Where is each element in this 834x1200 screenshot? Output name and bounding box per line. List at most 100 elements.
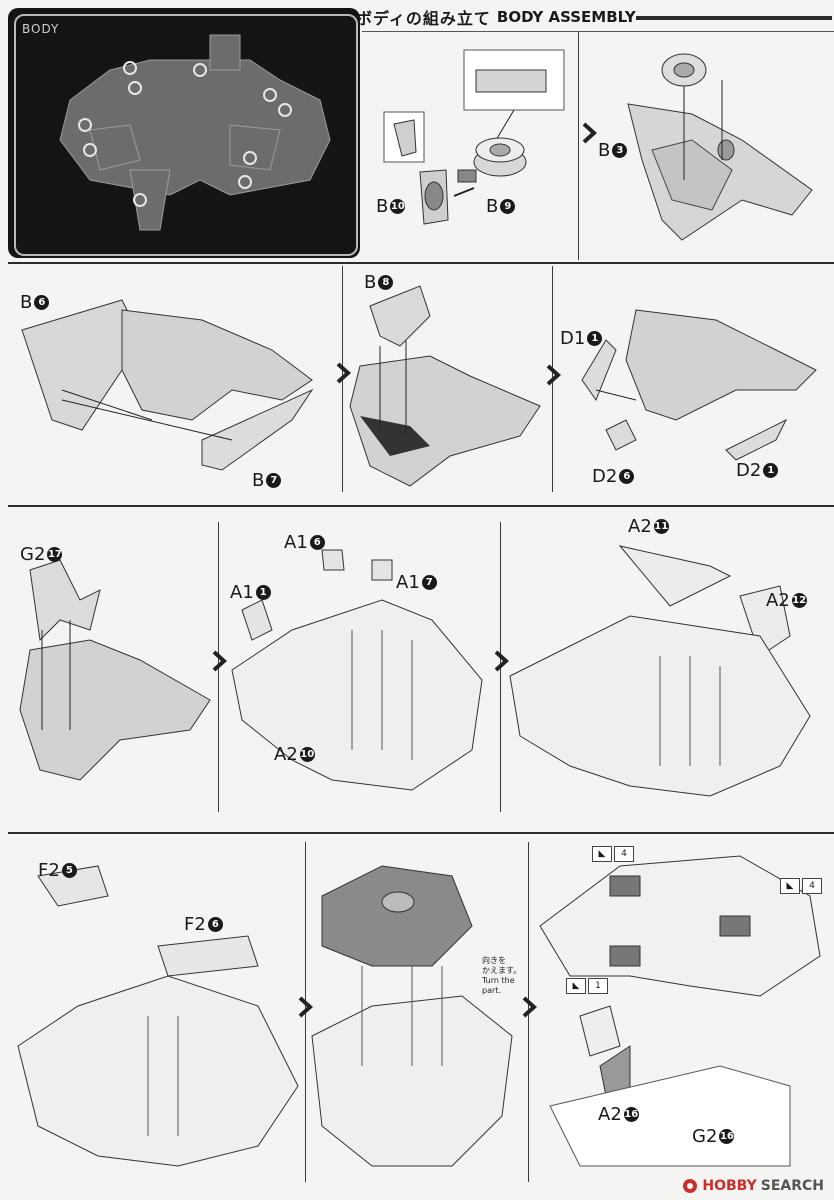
sticker-icon: ◣	[592, 846, 612, 862]
turn-note-jp1: 向きを	[482, 956, 506, 965]
turn-note-en: Turn the part.	[482, 976, 515, 995]
callout-number: 17	[47, 547, 63, 562]
step-arrow-1	[582, 122, 597, 144]
callout-number: 16	[719, 1129, 735, 1144]
part-b9-illustration	[457, 49, 565, 183]
callout-number: 1	[763, 463, 779, 478]
d-parts-assembly-illustration	[581, 309, 817, 461]
title-jp: ボディの組み立て	[356, 9, 491, 28]
callout-number: 7	[421, 575, 437, 590]
callout-letter: D2	[592, 466, 618, 487]
callout-letter: A2	[598, 1104, 622, 1125]
sticker-tag-2: ◣ 4	[780, 878, 822, 894]
callout-letter: A1	[230, 582, 254, 603]
upper-cover-assembly-illustration	[311, 865, 513, 1167]
callout-letter: B	[20, 292, 33, 313]
b6-b7-assembly-illustration	[21, 299, 314, 471]
divider-4	[8, 832, 834, 834]
step-arrow-3	[546, 364, 561, 386]
callout-letter: A1	[284, 532, 308, 553]
section-header: ボディの組み立て BODY ASSEMBLY	[356, 4, 636, 30]
watermark-word: SEARCH	[760, 1178, 824, 1194]
sticker-tag-3: ◣ 1	[566, 978, 608, 994]
b8-assembly-illustration	[349, 285, 541, 487]
callout-letter: G2	[692, 1126, 718, 1147]
step-arrow-2	[336, 362, 351, 384]
sticker-icon: ◣	[780, 878, 800, 894]
overview-label: BODY	[22, 22, 60, 36]
callout-number: 11	[653, 519, 669, 534]
watermark: HOBBY SEARCH	[682, 1178, 824, 1194]
callout-number: 12	[791, 593, 807, 608]
callout-letter: G2	[20, 544, 46, 565]
callout-number: 5	[61, 863, 77, 878]
f2-parts-assembly-illustration	[17, 865, 299, 1167]
callout-letter: A2	[274, 744, 298, 765]
g2-17-assembly-illustration	[19, 559, 211, 781]
callout-number: 10	[390, 199, 406, 214]
overview-frame	[14, 14, 358, 256]
sticker-count: 1	[588, 978, 608, 994]
callout-letter: D1	[560, 328, 586, 349]
callout-letter: B	[376, 196, 389, 217]
part-b3-illustration	[627, 53, 813, 241]
callout-letter: A2	[766, 590, 790, 611]
finished-body-illustration	[539, 855, 821, 1167]
step-arrow-7	[522, 996, 537, 1018]
part-b10-illustration	[383, 111, 475, 225]
sticker-icon: ◣	[566, 978, 586, 994]
turn-part-note: 向きを かえます。 Turn the part.	[482, 956, 526, 996]
callout-number: 9	[500, 199, 516, 214]
callout-letter: B	[486, 196, 499, 217]
vdivider-top	[578, 32, 579, 260]
a1-parts-assembly-illustration	[231, 549, 483, 791]
callout-number: 6	[207, 917, 223, 932]
sticker-tag-1: ◣ 4	[592, 846, 634, 862]
callout-number: 10	[299, 747, 315, 762]
callout-letter: B	[364, 272, 377, 293]
callout-number: 6	[619, 469, 635, 484]
step-arrow-6	[298, 996, 313, 1018]
callout-letter: A2	[628, 516, 652, 537]
callout-number: 6	[34, 295, 50, 310]
hobby-logo-icon	[683, 1179, 698, 1193]
callout-letter: F2	[38, 860, 60, 881]
callout-number: 3	[612, 143, 628, 158]
callout-number: 6	[309, 535, 325, 550]
sticker-count: 4	[614, 846, 634, 862]
sticker-count: 4	[802, 878, 822, 894]
callout-letter: D2	[736, 460, 762, 481]
callout-letter: F2	[184, 914, 206, 935]
header-rule	[636, 16, 832, 20]
callout-number: 8	[378, 275, 394, 290]
callout-letter: B	[598, 140, 611, 161]
callout-number: 7	[266, 473, 282, 488]
step-arrow-5	[494, 650, 509, 672]
divider-2	[8, 262, 834, 264]
turn-note-jp2: かえます。	[482, 966, 522, 975]
step-arrow-4	[212, 650, 227, 672]
callout-letter: A1	[396, 572, 420, 593]
watermark-brand: HOBBY	[702, 1178, 757, 1194]
callout-number: 1	[255, 585, 271, 600]
divider-1	[362, 31, 834, 32]
